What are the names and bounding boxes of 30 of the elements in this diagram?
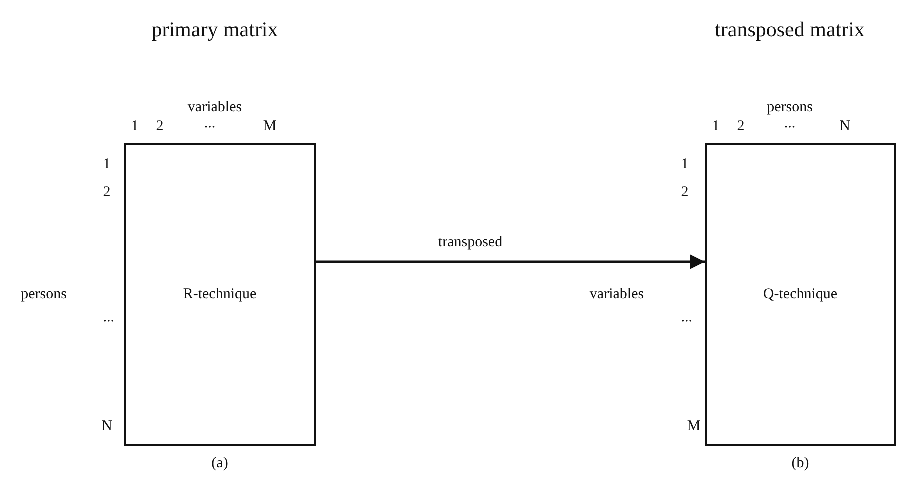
edge-label: transposed bbox=[436, 234, 505, 252]
axis-label: persons bbox=[21, 286, 67, 304]
axis-label: persons bbox=[767, 100, 813, 116]
arrow bbox=[316, 254, 705, 270]
matrix-label: Q-technique bbox=[763, 286, 838, 303]
axis-label: 1 bbox=[681, 156, 689, 174]
panel-label: (a) bbox=[212, 456, 228, 472]
matrix-box bbox=[124, 143, 316, 446]
axis-label: M bbox=[263, 118, 277, 136]
axis-label: 1 bbox=[712, 118, 720, 136]
matrix-label: R-technique bbox=[183, 286, 257, 303]
ellipsis-label: ... bbox=[103, 308, 111, 328]
axis-label: N bbox=[840, 118, 850, 136]
matrix-box bbox=[705, 143, 896, 446]
axis-label: variables bbox=[188, 100, 242, 116]
axis-label: 1 bbox=[103, 156, 111, 174]
axis-label: 2 bbox=[737, 118, 745, 136]
axis-label: ... bbox=[204, 116, 216, 132]
axis-label: ... bbox=[784, 116, 796, 132]
matrix-title: transposed matrix bbox=[715, 18, 865, 42]
axis-label: 1 bbox=[131, 118, 139, 136]
axis-label: variables bbox=[590, 286, 644, 304]
panel-label: (b) bbox=[792, 456, 810, 472]
axis-label: 2 bbox=[156, 118, 164, 136]
axis-label: N bbox=[102, 418, 112, 436]
axis-label: 2 bbox=[681, 184, 689, 202]
matrix-title: primary matrix bbox=[152, 18, 278, 42]
axis-label: 2 bbox=[103, 184, 111, 202]
axis-label: M bbox=[687, 418, 701, 436]
ellipsis-label: ... bbox=[681, 308, 689, 328]
